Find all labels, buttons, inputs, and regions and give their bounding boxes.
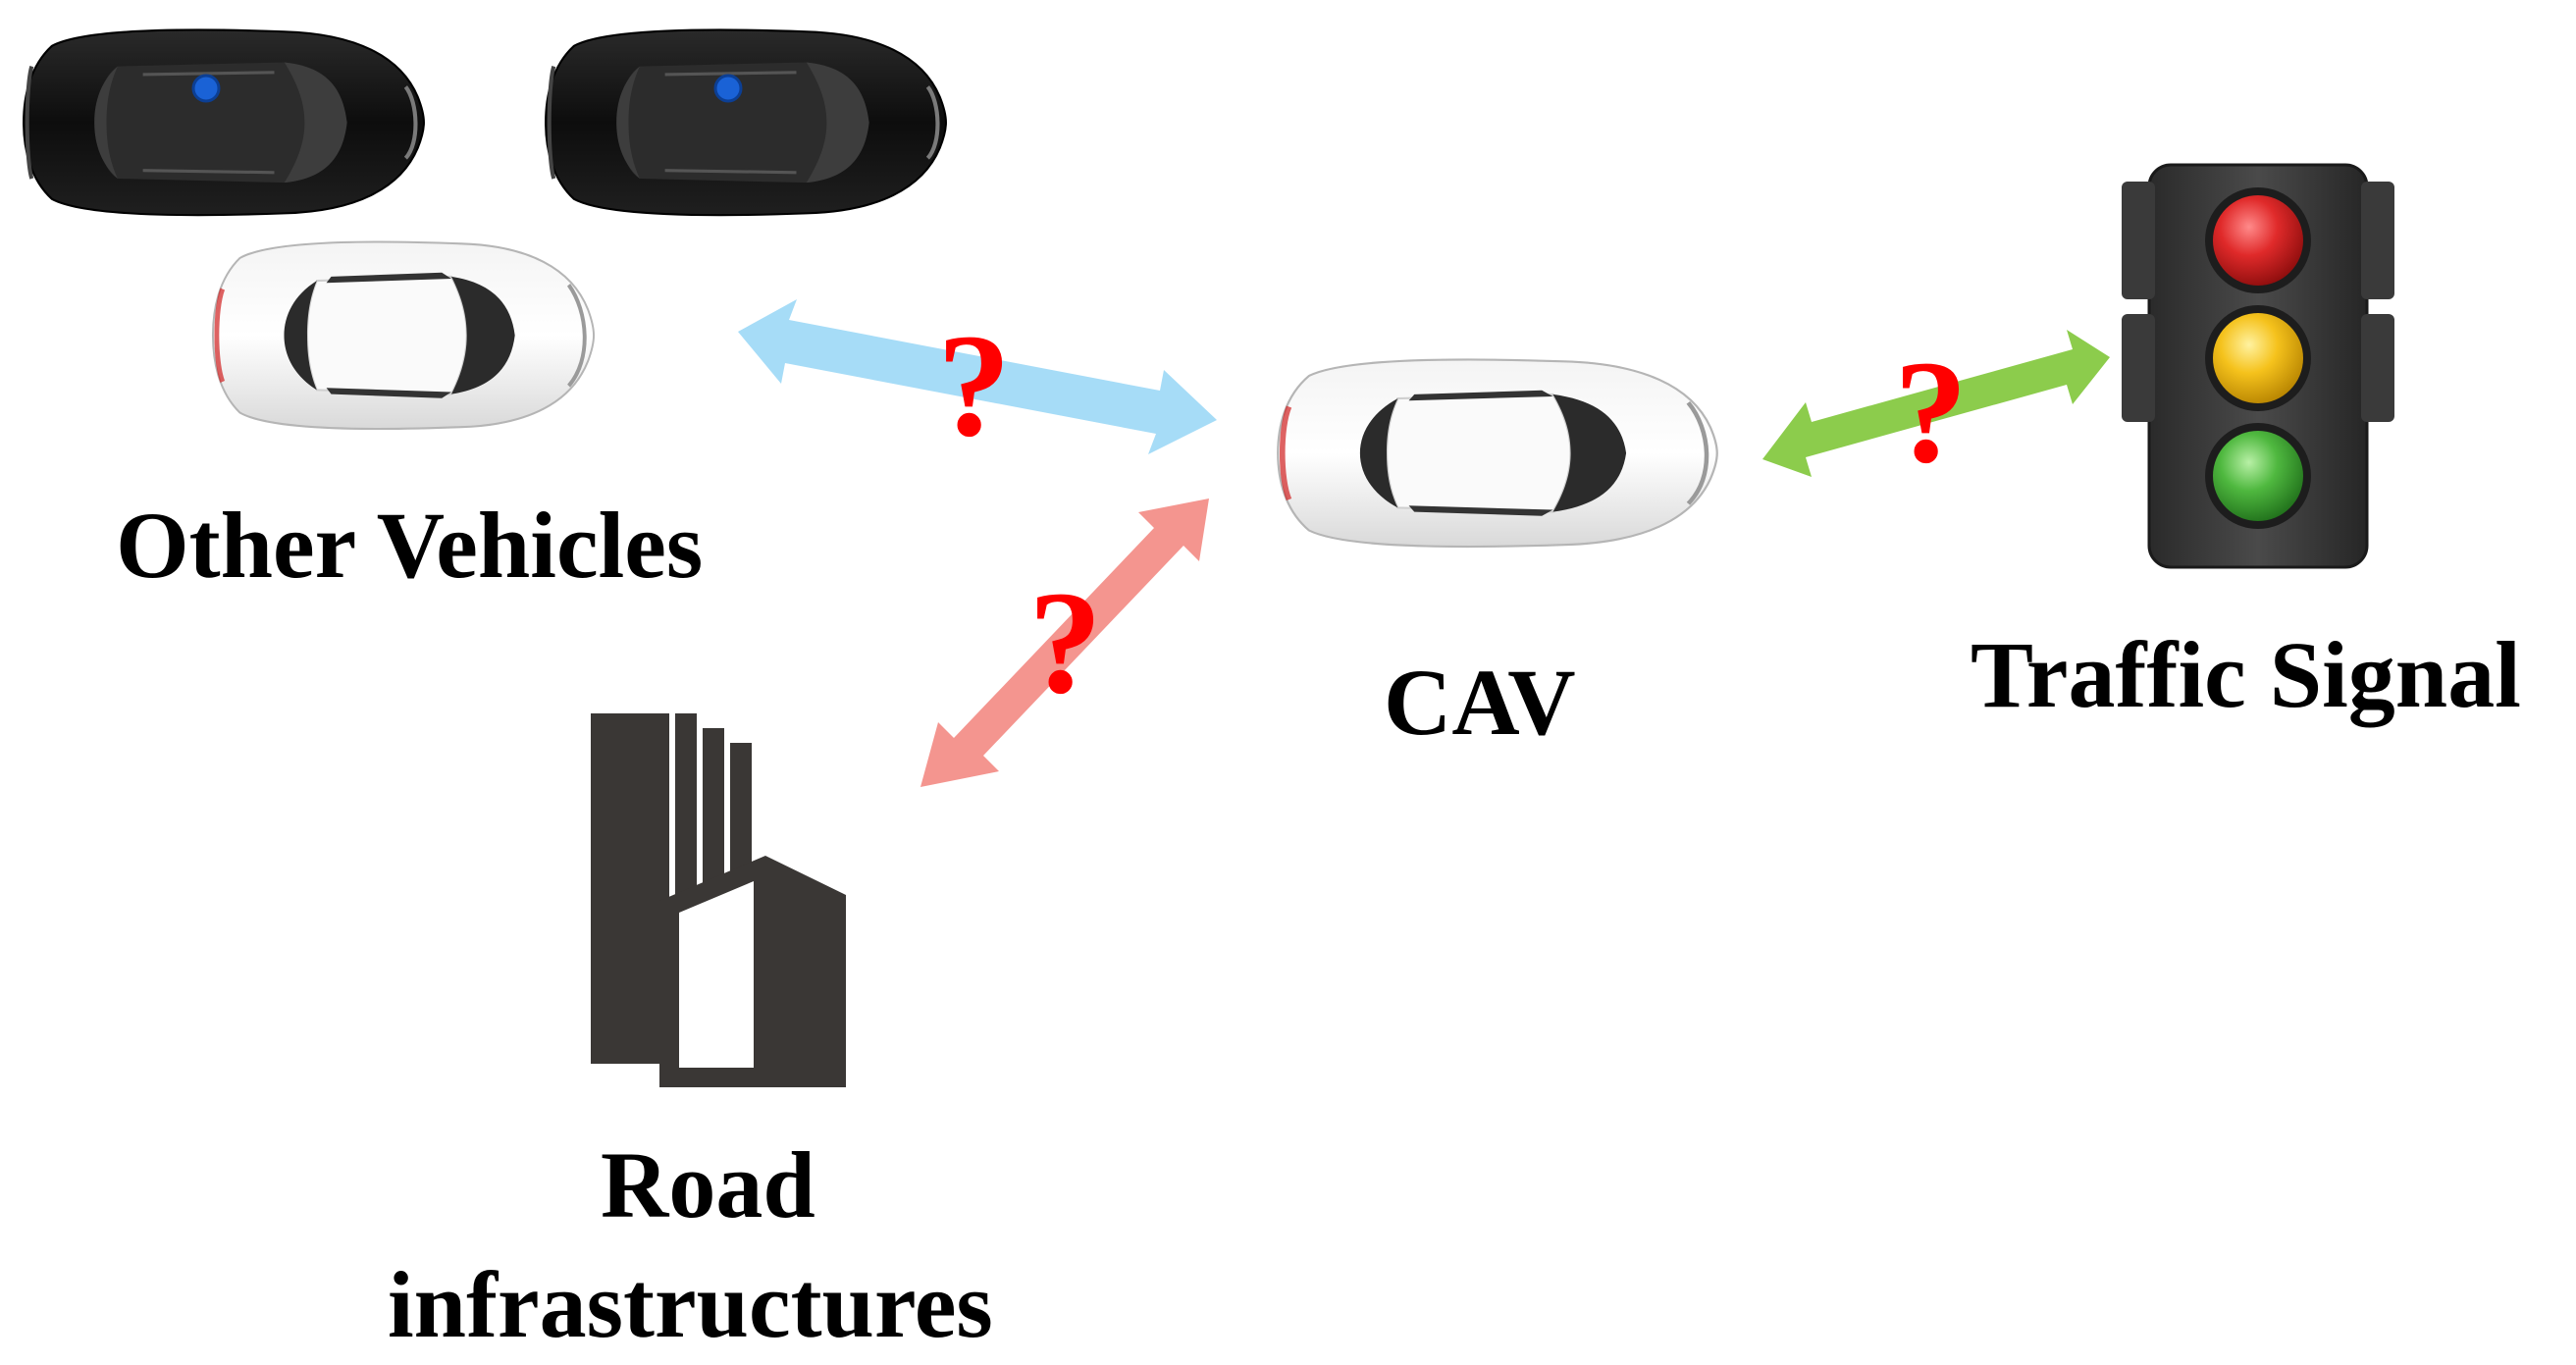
dark-car-icon bbox=[24, 29, 424, 215]
question-mark: ? bbox=[1028, 561, 1102, 724]
dark-car-icon bbox=[546, 29, 946, 215]
label-traffic-signal: Traffic Signal bbox=[1971, 622, 2521, 727]
question-mark: ? bbox=[1894, 331, 1968, 494]
question-mark: ? bbox=[937, 304, 1011, 467]
label-infrastructures: infrastructures bbox=[388, 1252, 993, 1357]
label-cav: CAV bbox=[1384, 650, 1576, 755]
building-icon bbox=[591, 713, 846, 1087]
label-other-vehicles: Other Vehicles bbox=[116, 493, 704, 598]
arrow-vehicles-cav bbox=[738, 299, 1217, 454]
arrow-road-cav bbox=[920, 499, 1209, 787]
label-road: Road bbox=[601, 1132, 815, 1237]
traffic-light-icon bbox=[2122, 163, 2394, 569]
white-car-icon bbox=[213, 241, 594, 429]
white-car-icon bbox=[1278, 359, 1716, 547]
arrow-signal-cav bbox=[1762, 330, 2110, 477]
